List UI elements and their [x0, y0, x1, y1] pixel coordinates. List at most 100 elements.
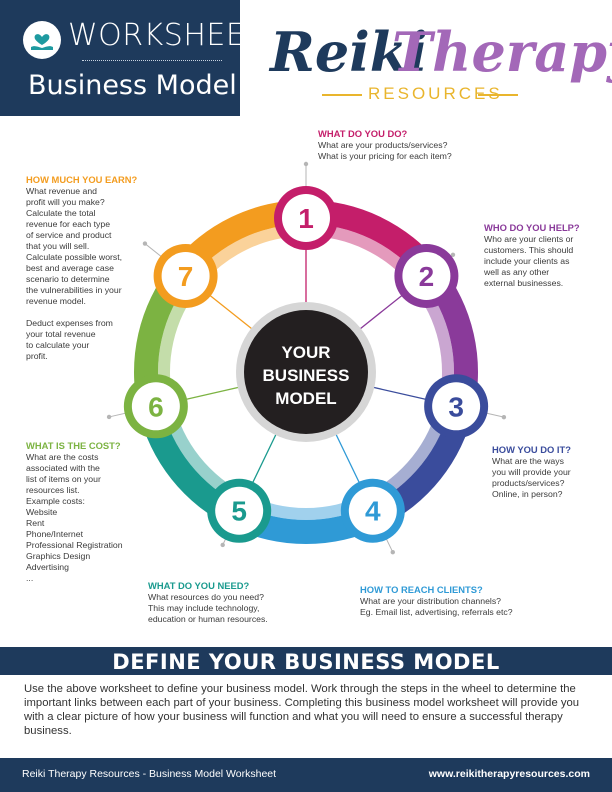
- worksheet-title: WORKSHEET:: [68, 18, 272, 53]
- logo-word-reiki: Reiki: [270, 20, 428, 84]
- wheel-nodes: 1 2 3 4 5 6 7: [123, 186, 489, 543]
- logo-rule-left: [322, 94, 362, 96]
- section-what-is-the-cost: WHAT IS THE COST? What are the costs ass…: [26, 440, 156, 584]
- header-divider: [82, 60, 222, 61]
- section-line: Website: [26, 507, 58, 517]
- step-number: 2: [419, 261, 435, 292]
- section-line: products/services?: [492, 478, 565, 488]
- section-line: What are your distribution channels?: [360, 596, 502, 606]
- footer-website-link[interactable]: www.reikitherapyresources.com: [428, 768, 590, 780]
- section-line: Online, in person?: [492, 489, 563, 499]
- section-line: Who are your clients or: [484, 234, 574, 244]
- ring-segment-inner: [158, 279, 200, 405]
- section-line: Eg. Email list, advertising, referrals e…: [360, 607, 513, 617]
- section-line: Rent: [26, 518, 45, 528]
- section-heading: HOW MUCH YOU EARN?: [26, 174, 138, 185]
- section-line: associated with the: [26, 463, 100, 473]
- section-line: best and average case: [26, 263, 114, 273]
- ring-segment-outer: [231, 505, 381, 544]
- define-paragraph: Use the above worksheet to define your b…: [24, 683, 580, 737]
- section-line: your total revenue: [26, 329, 96, 339]
- logo-word-therapy: Therapy: [392, 20, 612, 84]
- step-node-2: 2: [394, 243, 459, 308]
- section-heading: WHAT DO YOU DO?: [318, 128, 408, 139]
- heart-hands-icon: [23, 21, 61, 59]
- section-line: include your clients as: [484, 256, 570, 266]
- section-line: Professional Registration: [26, 540, 123, 550]
- section-line: that you will sell.: [26, 241, 90, 251]
- step-node-3: 3: [424, 374, 489, 439]
- section-line: list of items on your: [26, 474, 101, 484]
- section-line: revenue for each type: [26, 219, 111, 229]
- center-disc: [244, 310, 368, 434]
- section-line: Advertising: [26, 562, 69, 572]
- ring-segment-inner: [241, 494, 371, 520]
- section-line: ...: [26, 573, 34, 583]
- section-line: What are the ways: [492, 456, 564, 466]
- section-what-do-you-do: WHAT DO YOU DO? What are your products/s…: [318, 128, 518, 162]
- leader-dot: [390, 549, 395, 555]
- section-who-do-you-help: WHO DO YOU HELP? Who are your clients or…: [484, 222, 604, 289]
- leader-dot: [450, 252, 456, 257]
- step-number: 1: [298, 203, 314, 234]
- step-node-6: 6: [123, 374, 188, 439]
- section-line: Example costs:: [26, 496, 85, 506]
- section-spacer: [26, 307, 146, 318]
- section-line: well as any other: [484, 267, 550, 277]
- section-line: Calculate the total: [26, 208, 96, 218]
- step-number: 6: [148, 391, 164, 422]
- section-how-you-do-it: HOW YOU DO IT? What are the ways you wil…: [492, 444, 604, 500]
- section-heading: WHAT DO YOU NEED?: [148, 580, 250, 591]
- step-number: 4: [365, 496, 381, 527]
- step-number: 7: [178, 261, 194, 292]
- step-node-7: 7: [153, 243, 218, 308]
- section-line: What resources do you need?: [148, 592, 264, 602]
- section-line: scenario to determine: [26, 274, 110, 284]
- section-heading: HOW TO REACH CLIENTS?: [360, 584, 483, 595]
- leader-dot: [106, 414, 112, 420]
- section-line: customers. This should: [484, 245, 574, 255]
- section-line: This may include technology,: [148, 603, 260, 613]
- logo-rule-right: [478, 94, 518, 96]
- step-node-4: 4: [340, 478, 405, 543]
- section-line: What are the costs: [26, 452, 99, 462]
- section-line: profit.: [26, 351, 48, 361]
- center-label-line1: YOUR: [281, 343, 330, 362]
- section-line: external businesses.: [484, 278, 564, 288]
- define-banner: DEFINE YOUR BUSINESS MODEL: [0, 647, 612, 675]
- ring-segment-outer: [421, 264, 478, 411]
- section-line: revenue model.: [26, 296, 86, 306]
- section-how-to-reach-clients: HOW TO REACH CLIENTS? What are your dist…: [360, 584, 600, 618]
- step-number: 5: [231, 496, 247, 527]
- leader-dot: [303, 161, 309, 167]
- section-line: resources list.: [26, 485, 80, 495]
- center-label-line3: MODEL: [275, 389, 336, 408]
- step-node-5: 5: [207, 478, 272, 543]
- section-what-do-you-need: WHAT DO YOU NEED? What resources do you …: [148, 580, 318, 625]
- step-node-1: 1: [274, 186, 338, 250]
- section-line: What are your products/services?: [318, 140, 448, 150]
- section-line: education or human resources.: [148, 614, 268, 624]
- section-line: you will provide your: [492, 467, 571, 477]
- worksheet-subtitle: Business Model: [28, 70, 237, 101]
- section-heading: WHAT IS THE COST?: [26, 440, 121, 451]
- section-line: What revenue and: [26, 186, 97, 196]
- section-line: Phone/Internet: [26, 529, 83, 539]
- section-line: profit will you make?: [26, 197, 105, 207]
- logo-word-resources: RESOURCES: [368, 84, 503, 103]
- section-line: Calculate possible worst,: [26, 252, 123, 262]
- footer-doc-title: Reiki Therapy Resources - Business Model…: [22, 768, 277, 780]
- section-line: to calculate your: [26, 340, 90, 350]
- section-line: Graphics Design: [26, 551, 91, 561]
- section-heading: HOW YOU DO IT?: [492, 444, 571, 455]
- section-line: of service and product: [26, 230, 112, 240]
- section-heading: WHO DO YOU HELP?: [484, 222, 580, 233]
- ring-segment-outer: [134, 264, 191, 411]
- leader-dot: [220, 542, 225, 548]
- header-banner: WORKSHEET: Business Model: [0, 0, 271, 116]
- section-line: Deduct expenses from: [26, 318, 113, 328]
- section-how-much-you-earn: HOW MUCH YOU EARN? What revenue and prof…: [26, 174, 146, 362]
- section-line: What is your pricing for each item?: [318, 151, 452, 161]
- ring-segment-inner: [412, 279, 454, 405]
